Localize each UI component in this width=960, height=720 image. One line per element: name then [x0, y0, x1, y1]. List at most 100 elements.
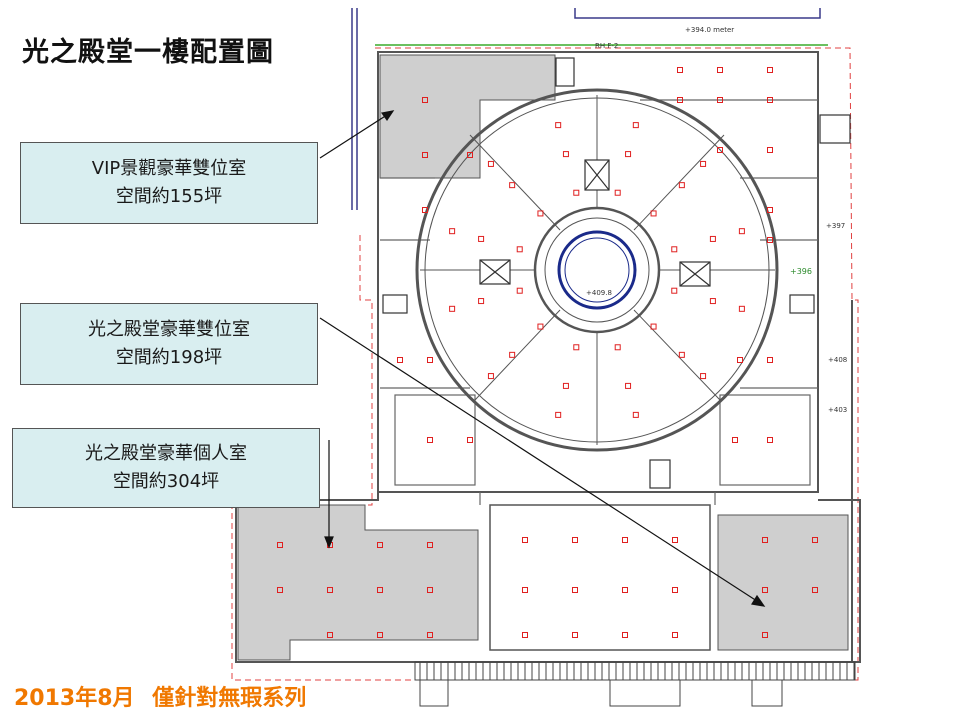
bottom-stairs	[414, 661, 856, 707]
elevator-shafts	[382, 57, 851, 489]
column-marker	[467, 152, 473, 158]
callout-arrows	[319, 110, 766, 607]
callout-vip: VIP景觀豪華雙位室 空間約155坪	[20, 142, 318, 224]
callout-individual-name: 光之殿堂豪華個人室	[85, 443, 247, 464]
column-marker	[509, 182, 516, 189]
column-marker	[422, 97, 428, 103]
column-marker	[672, 537, 678, 543]
column-marker	[709, 235, 716, 242]
callout-double: 光之殿堂豪華雙位室 空間約198坪	[20, 303, 318, 385]
column-marker	[672, 632, 678, 638]
individual-room-area	[237, 504, 479, 661]
column-marker	[422, 152, 428, 158]
column-marker	[738, 305, 745, 312]
column-marker	[717, 67, 723, 73]
column-marker	[555, 122, 562, 129]
column-marker	[650, 210, 657, 217]
column-marker	[812, 537, 818, 543]
column-marker	[516, 287, 523, 294]
lower-rooms	[489, 504, 711, 651]
column-marker	[767, 97, 773, 103]
column-marker	[632, 122, 639, 129]
column-marker	[377, 542, 383, 548]
column-marker	[377, 632, 383, 638]
column-marker	[672, 587, 678, 593]
column-marker	[625, 151, 632, 158]
level-label-408: +408	[828, 356, 847, 364]
column-marker	[625, 382, 632, 389]
footer: 2013年8月 僅針對無瑕系列	[14, 680, 306, 712]
column-marker	[677, 97, 683, 103]
column-marker	[522, 632, 528, 638]
column-marker	[767, 237, 773, 243]
column-marker	[717, 147, 723, 153]
column-marker	[762, 632, 768, 638]
column-marker	[572, 587, 578, 593]
column-marker	[677, 67, 683, 73]
column-marker	[427, 357, 433, 363]
column-marker	[487, 373, 494, 380]
callout-individual-area: 空間約304坪	[112, 471, 220, 492]
double-room-area	[717, 514, 849, 651]
column-marker	[762, 537, 768, 543]
column-marker	[767, 207, 773, 213]
column-marker	[555, 411, 562, 418]
column-marker	[449, 228, 456, 235]
callout-individual: 光之殿堂豪華個人室 空間約304坪	[12, 428, 320, 508]
column-marker	[737, 357, 743, 363]
column-marker	[327, 587, 333, 593]
column-marker	[614, 344, 621, 351]
column-marker	[562, 151, 569, 158]
circular-hall	[415, 88, 779, 452]
level-label-397: +397	[826, 222, 845, 230]
column-marker	[537, 323, 544, 330]
property-boundary	[231, 47, 859, 681]
column-marker	[767, 147, 773, 153]
column-marker	[732, 437, 738, 443]
column-marker	[397, 357, 403, 363]
column-marker	[522, 587, 528, 593]
outer-walls	[235, 51, 861, 663]
level-label-403: +403	[828, 406, 847, 414]
column-marker	[717, 97, 723, 103]
column-marker	[622, 587, 628, 593]
column-marker	[762, 587, 768, 593]
column-marker	[812, 587, 818, 593]
column-marker	[562, 382, 569, 389]
column-marker	[678, 182, 685, 189]
column-marker	[632, 411, 639, 418]
column-markers	[277, 67, 818, 638]
column-marker	[678, 351, 685, 358]
column-marker	[377, 587, 383, 593]
column-marker	[422, 207, 428, 213]
top-structure	[351, 8, 821, 210]
column-marker	[767, 67, 773, 73]
column-marker	[509, 351, 516, 358]
column-marker	[700, 160, 707, 167]
column-marker	[767, 357, 773, 363]
column-marker	[467, 437, 473, 443]
column-marker	[572, 537, 578, 543]
column-marker	[622, 537, 628, 543]
column-marker	[427, 542, 433, 548]
vip-room-area	[379, 54, 556, 179]
arrow-vip	[319, 112, 391, 159]
column-marker	[738, 228, 745, 235]
column-marker	[709, 298, 716, 305]
column-marker	[671, 287, 678, 294]
column-marker	[427, 632, 433, 638]
callout-vip-name: VIP景觀豪華雙位室	[91, 158, 247, 179]
column-marker	[516, 246, 523, 253]
column-marker	[572, 632, 578, 638]
footer-series: 僅針對無瑕系列	[152, 686, 307, 711]
footer-date: 2013年8月	[14, 686, 135, 711]
column-marker	[277, 587, 283, 593]
column-marker	[700, 373, 707, 380]
stair-label: RH F-2	[595, 42, 618, 50]
column-marker	[522, 537, 528, 543]
column-marker	[622, 632, 628, 638]
column-marker	[478, 235, 485, 242]
column-marker	[427, 587, 433, 593]
column-marker	[427, 437, 433, 443]
